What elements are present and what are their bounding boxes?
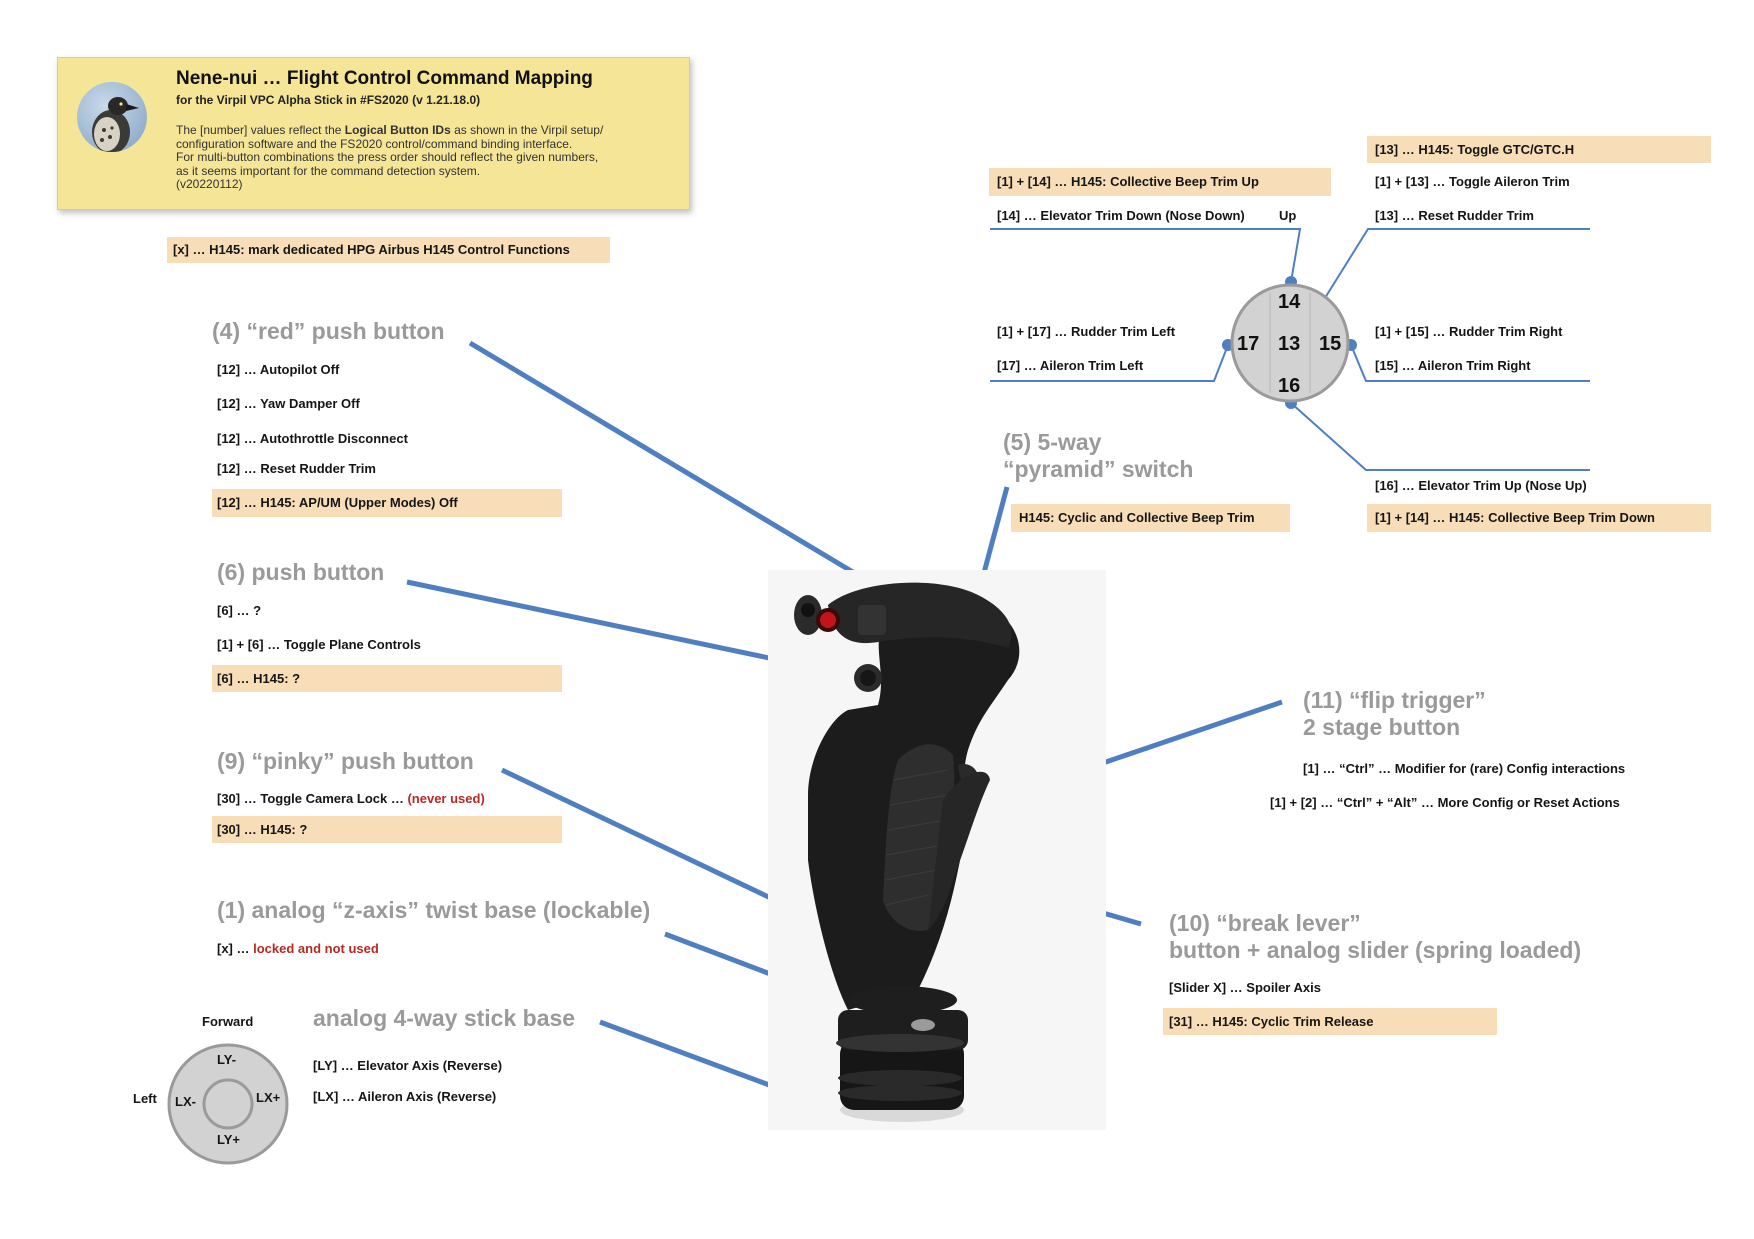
pinky-h145: [30] … H145: ? bbox=[212, 816, 562, 843]
pyramid-num-right: 15 bbox=[1319, 333, 1342, 355]
pyramid-up-label: Up bbox=[1279, 208, 1297, 223]
page-title: Nene-nui … Flight Control Command Mappin… bbox=[176, 68, 593, 89]
flip-trigger-title-2: 2 stage button bbox=[1303, 714, 1461, 740]
pyramid-top-left-h145: [1] + [14] … H145: Collective Beep Trim … bbox=[989, 168, 1331, 196]
red-button-item-1: [12] … Autopilot Off bbox=[217, 362, 340, 377]
pyramid-switch-dial bbox=[1230, 283, 1350, 403]
break-lever-item: [Slider X] … Spoiler Axis bbox=[1169, 980, 1321, 995]
pyramid-top-left: [14] … Elevator Trim Down (Nose Down) bbox=[997, 208, 1245, 223]
red-button-item-4: [12] … Reset Rudder Trim bbox=[217, 461, 376, 476]
push6-item-2: [1] + [6] … Toggle Plane Controls bbox=[217, 637, 421, 652]
header-card: Nene-nui … Flight Control Command Mappin… bbox=[57, 57, 690, 210]
flip-trigger-item-2: [1] + [2] … “Ctrl” + “Alt” … More Config… bbox=[1270, 795, 1620, 810]
red-button-title: (4) “red” push button bbox=[212, 318, 445, 344]
pyramid-right-1: [1] + [15] … Rudder Trim Right bbox=[1375, 324, 1563, 339]
pyramid-num-center: 13 bbox=[1278, 333, 1301, 355]
pyramid-left-2: [17] … Aileron Trim Left bbox=[997, 358, 1144, 373]
flip-trigger-item-1: [1] … “Ctrl” … Modifier for (rare) Confi… bbox=[1303, 761, 1626, 776]
stick-base-ly-plus: LY+ bbox=[217, 1132, 241, 1147]
push6-item-1: [6] … ? bbox=[217, 603, 262, 618]
pinky-title: (9) “pinky” push button bbox=[217, 748, 474, 774]
legend-note: [x] … H145: mark dedicated HPG Airbus H1… bbox=[167, 237, 610, 263]
push6-h145: [6] … H145: ? bbox=[212, 665, 562, 692]
red-button-h145: [12] … H145: AP/UM (Upper Modes) Off bbox=[212, 489, 562, 517]
stick-base-item-1: [LY] … Elevator Axis (Reverse) bbox=[313, 1058, 503, 1073]
pyramid-bottom-h145: [1] + [14] … H145: Collective Beep Trim … bbox=[1367, 504, 1711, 532]
break-lever-h145: [31] … H145: Cyclic Trim Release bbox=[1163, 1008, 1497, 1035]
pyramid-title-2: “pyramid” switch bbox=[1003, 456, 1194, 482]
stick-base-title: analog 4-way stick base bbox=[313, 1005, 576, 1031]
pyramid-top-right-h145: [13] … H145: Toggle GTC/GTC.H bbox=[1367, 136, 1711, 163]
pinky-item: [30] … Toggle Camera Lock … (never used) bbox=[217, 791, 485, 806]
red-button-item-3: [12] … Autothrottle Disconnect bbox=[217, 431, 408, 446]
stick-base-left: Left bbox=[133, 1091, 157, 1106]
leader-14 bbox=[990, 228, 1302, 283]
pyramid-num-down: 16 bbox=[1278, 375, 1301, 397]
leader-17 bbox=[990, 344, 1229, 382]
stick-base-ly-minus: LY- bbox=[217, 1052, 237, 1067]
pyramid-h145: H145: Cyclic and Collective Beep Trim bbox=[1011, 504, 1290, 532]
twist-title: (1) analog “z-axis” twist base (lockable… bbox=[217, 897, 651, 923]
pyramid-num-up: 14 bbox=[1278, 291, 1301, 313]
pyramid-top-right-2: [13] … Reset Rudder Trim bbox=[1375, 208, 1534, 223]
stick-base-diagram bbox=[167, 1043, 289, 1165]
pinky-arrow bbox=[500, 767, 803, 915]
joystick-illustration bbox=[794, 582, 1020, 1122]
red-button-item-2: [12] … Yaw Damper Off bbox=[217, 396, 360, 411]
pyramid-num-left: 17 bbox=[1237, 333, 1260, 355]
stick-base-forward: Forward bbox=[202, 1014, 254, 1029]
stick-base-lx-plus: LX+ bbox=[256, 1090, 281, 1105]
stick-base-lx-minus: LX- bbox=[175, 1094, 196, 1109]
avatar bbox=[77, 82, 147, 152]
pyramid-title-1: (5) 5-way bbox=[1003, 429, 1102, 455]
break-lever-title-2: button + analog slider (spring loaded) bbox=[1169, 937, 1582, 963]
pinky-item-note: (never used) bbox=[407, 791, 485, 806]
flip-trigger-title-1: (11) “flip trigger” bbox=[1303, 687, 1486, 713]
pyramid-right-2: [15] … Aileron Trim Right bbox=[1375, 358, 1531, 373]
header-description: The [number] values reflect the Logical … bbox=[176, 123, 604, 191]
twist-item-note: locked and not used bbox=[253, 941, 379, 956]
break-lever-title-1: (10) “break lever” bbox=[1169, 910, 1361, 936]
twist-item: [x] … locked and not used bbox=[217, 941, 379, 956]
push6-title: (6) push button bbox=[217, 559, 385, 585]
stick-base-item-2: [LX] … Aileron Axis (Reverse) bbox=[313, 1089, 497, 1104]
pyramid-left-1: [1] + [17] … Rudder Trim Left bbox=[997, 324, 1176, 339]
leader-15 bbox=[1350, 344, 1590, 382]
leader-16 bbox=[1290, 402, 1590, 471]
pyramid-top-right-1: [1] + [13] … Toggle Aileron Trim bbox=[1375, 174, 1570, 189]
page-subtitle: for the Virpil VPC Alpha Stick in #FS202… bbox=[176, 93, 481, 107]
pyramid-bottom-1: [16] … Elevator Trim Up (Nose Up) bbox=[1375, 478, 1587, 493]
